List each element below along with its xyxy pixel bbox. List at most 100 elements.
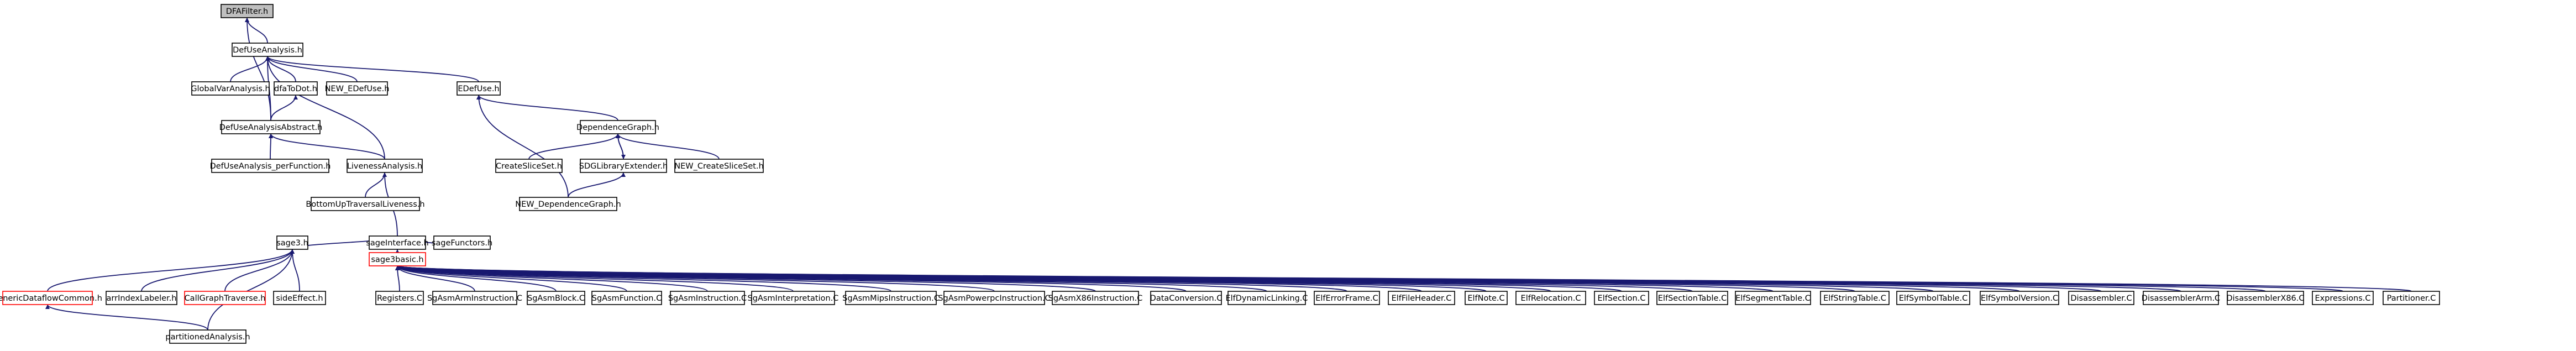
node-sginterp[interactable]: SgAsmInterpretation.C [748,291,839,305]
node-partitioner[interactable]: Partitioner.C [2383,291,2440,305]
node-elferr[interactable]: ElfErrorFrame.C [1314,291,1380,305]
node-box [2,291,93,305]
node-createslice[interactable]: CreateSliceSet.h [495,159,563,173]
node-elfreloc[interactable]: ElfRelocation.C [1515,291,1586,305]
node-sgx86[interactable]: SgAsmX86Instruction.C [1048,291,1143,305]
node-elfdyn[interactable]: ElfDynamicLinking.C [1225,291,1308,305]
node-label: Expressions.C [2315,294,2371,303]
node-depgraph[interactable]: DependenceGraph.h [576,120,659,134]
node-box [591,291,662,305]
node-box [221,4,274,18]
edge-registers-to-sage3basic [395,265,400,292]
edge-newedefuse-to-defuse [265,56,358,82]
node-arrindex[interactable]: arrIndexLabeler.h [106,291,177,305]
edge-sgarm-to-sage3basic [395,265,475,292]
node-label: sage3.h [276,239,308,248]
node-label: LivenessAnalysis.h [347,162,422,171]
node-elfnote[interactable]: ElfNote.C [1465,291,1508,305]
node-sgfunc[interactable]: SgAsmFunction.C [591,291,662,305]
node-edefuse[interactable]: EDefUse.h [457,81,501,96]
node-box [106,291,177,305]
edge-arrindex-to-sage3 [141,249,295,292]
node-box [1150,291,1222,305]
node-box [495,159,563,173]
node-elfsym[interactable]: ElfSymbolTable.C [1896,291,1970,305]
node-sage3basic[interactable]: sage3basic.h [369,252,426,266]
node-dataconv[interactable]: DataConversion.C [1150,291,1223,305]
node-sideeffect[interactable]: sideEffect.h [273,291,326,305]
edge-sgblock-to-sage3basic [395,265,557,292]
node-sgmips[interactable]: SgAsmMipsInstruction.C [842,291,940,305]
node-sage3[interactable]: sage3.h [276,235,308,250]
node-label: ElfErrorFrame.C [1315,294,1378,303]
node-elfsec[interactable]: ElfSection.C [1594,291,1649,305]
edge-liveness-to-defuseabs [269,133,385,160]
node-sgppc[interactable]: SgAsmPowerpcInstruction.C [938,291,1051,305]
edge-newdepgraph-to-sdglib [568,172,626,198]
node-box [845,291,937,305]
node-newedefuse[interactable]: NEW_EDefUse.h [325,81,390,96]
node-partitioned[interactable]: partitionedAnalysis.h [165,329,250,344]
node-box [1896,291,1970,305]
node-defuseabs[interactable]: DefUseAnalysisAbstract.h [219,120,323,134]
edge-sginstr-to-sage3basic [395,265,708,292]
edge-liveness-to-defuse [265,56,385,160]
node-elfseg[interactable]: ElfSegmentTable.C [1735,291,1811,305]
node-disasm[interactable]: Disassembler.C [2068,291,2134,305]
node-disasmx86[interactable]: DisassemblerX86.C [2226,291,2305,305]
node-defuse[interactable]: DefUseAnalysis.h [232,43,303,57]
node-label: SgAsmInterpretation.C [748,294,839,303]
edges-layer [45,17,2412,331]
edge-callgraph-to-sage3 [224,249,295,292]
node-label: DefUseAnalysis_perFunction.h [210,162,331,171]
node-label: DefUseAnalysis.h [233,46,302,55]
node-box [1314,291,1380,305]
node-perfunc[interactable]: DefUseAnalysis_perFunction.h [210,159,331,173]
node-globalvar[interactable]: GlobalVarAnalysis.h [191,81,270,96]
node-box [276,235,308,250]
node-box [311,197,420,211]
node-liveness[interactable]: LivenessAnalysis.h [347,159,423,173]
edge-depgraph-to-edefuse [476,95,618,121]
edge-edefuse-to-defuse [265,56,479,82]
node-registers[interactable]: Registers.C [375,291,424,305]
node-sagefunctors[interactable]: sageFunctors.h [432,235,492,250]
edge-sgfunc-to-sage3basic [395,265,627,292]
node-expr[interactable]: Expressions.C [2312,291,2374,305]
node-label: CallGraphTraverse.h [185,294,266,303]
node-genericdfc[interactable]: genericDataflowCommon.h [0,291,102,305]
node-box [369,235,426,250]
node-elffile[interactable]: ElfFileHeader.C [1388,291,1455,305]
node-sgblock[interactable]: SgAsmBlock.C [527,291,585,305]
node-dfatodot[interactable]: dfaToDot.h [274,81,318,96]
node-sginstr[interactable]: SgAsmInstruction.C [668,291,747,305]
node-box [1820,291,1890,305]
edge-sideeffect-to-sage3 [290,249,300,292]
node-label: ElfSection.C [1598,294,1646,303]
node-box [369,252,426,266]
node-label: Registers.C [377,294,422,303]
node-label: arrIndexLabeler.h [107,294,177,303]
node-elfstr[interactable]: ElfStringTable.C [1820,291,1890,305]
edge-perfunc-to-defuseabs [268,133,273,160]
node-sgarm[interactable]: SgAsmArmInstruction.C [427,291,522,305]
node-box [527,291,585,305]
node-elfsymver[interactable]: ElfSymbolVersion.C [1980,291,2059,305]
node-box [1388,291,1455,305]
node-label: sideEffect.h [276,294,323,303]
node-newcreateslice[interactable]: NEW_CreateSliceSet.h [674,159,764,173]
node-box [751,291,835,305]
node-label: ElfSegmentTable.C [1735,294,1811,303]
node-newdepgraph[interactable]: NEW_DependenceGraph.h [515,197,621,211]
node-label: SDGLibraryExtender.h [579,162,668,171]
node-bottomup[interactable]: BottomUpTraversalLiveness.h [306,197,425,211]
node-callgraph[interactable]: CallGraphTraverse.h [184,291,266,305]
node-label: NEW_CreateSliceSet.h [674,162,764,171]
node-disasmarm[interactable]: DisassemblerArm.C [2142,291,2220,305]
node-elfsectab[interactable]: ElfSectionTable.C [1656,291,1728,305]
node-box [211,159,329,173]
node-sageinterface[interactable]: sageInterface.h [366,235,429,250]
node-dfafilter[interactable]: DFAFilter.h [221,4,274,18]
node-sdglib[interactable]: SDGLibraryExtender.h [579,159,668,173]
node-box [674,159,764,173]
